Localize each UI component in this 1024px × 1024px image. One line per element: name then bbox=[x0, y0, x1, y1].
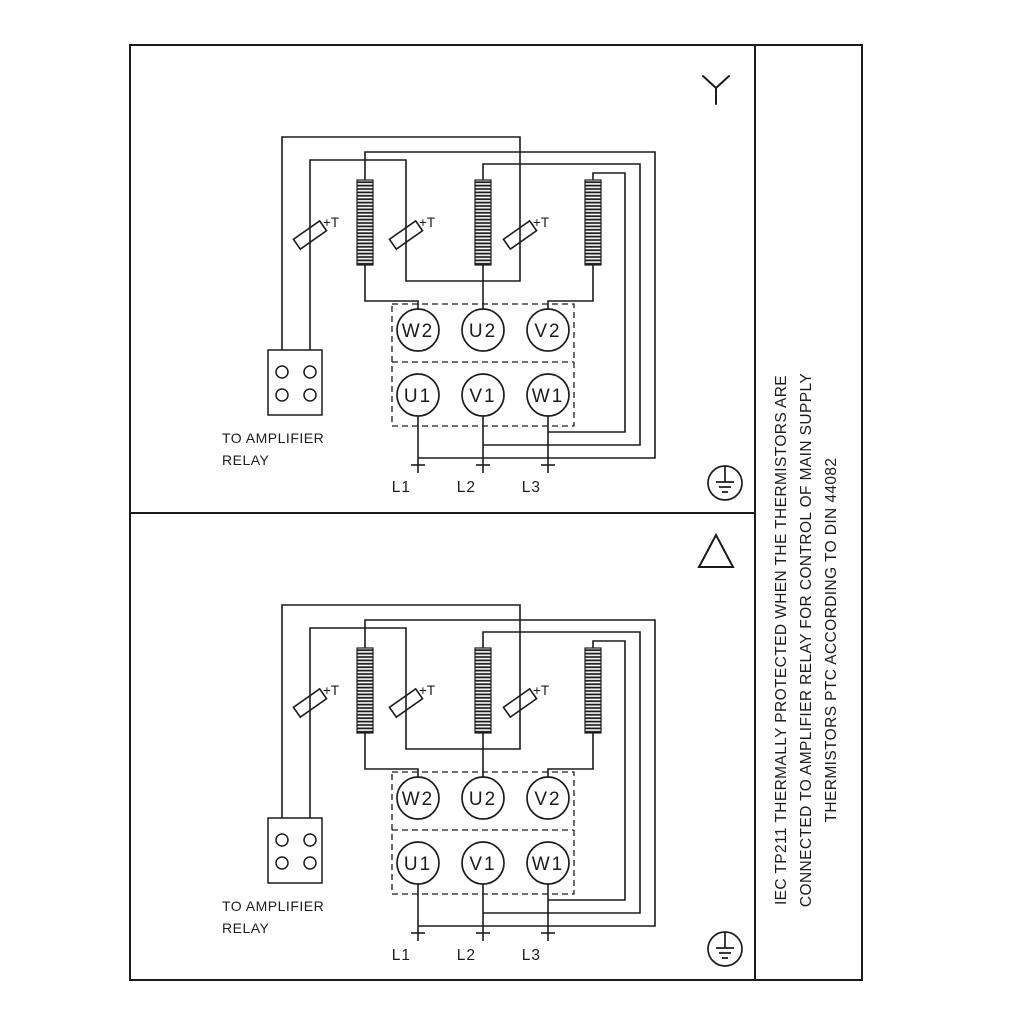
terminal-W1 bbox=[526, 373, 570, 417]
thermistor-3: +T bbox=[502, 215, 549, 251]
terminal-W2 bbox=[396, 776, 440, 820]
supply-label-L1: L1 bbox=[392, 947, 411, 964]
supply-label-L1: L1 bbox=[392, 479, 411, 496]
thermistor-3: +T bbox=[502, 683, 549, 719]
winding-coil bbox=[356, 647, 374, 734]
thermistor-1: +T bbox=[292, 215, 339, 251]
terminal-U1 bbox=[396, 841, 440, 885]
winding-coils bbox=[356, 647, 602, 734]
terminal-label: V1 bbox=[469, 854, 496, 875]
thermistor-label: +T bbox=[323, 215, 339, 230]
terminal-label: W1 bbox=[532, 854, 565, 875]
delta-icon bbox=[697, 532, 735, 568]
relay-box: TO AMPLIFIER RELAY bbox=[222, 349, 324, 468]
terminal-V2 bbox=[526, 308, 570, 352]
terminal-label: U1 bbox=[404, 386, 432, 407]
earth-icon bbox=[707, 931, 743, 967]
thermistor-2: +T bbox=[388, 683, 435, 719]
supply-label-L3: L3 bbox=[522, 947, 541, 964]
panel-delta: +T +T +T TO AMPLIFIER RELAY bbox=[222, 604, 656, 964]
relay-caption-line2: RELAY bbox=[222, 920, 270, 936]
relay-caption-line1: TO AMPLIFIER bbox=[222, 898, 324, 914]
thermistor-label: +T bbox=[533, 215, 549, 230]
relay-box: TO AMPLIFIER RELAY bbox=[222, 817, 324, 936]
supply-labels: L1 L2 L3 bbox=[392, 947, 541, 964]
side-note: IEC TP211 THERMALLY PROTECTED WHEN THE T… bbox=[773, 373, 840, 907]
side-note-line1: IEC TP211 THERMALLY PROTECTED WHEN THE T… bbox=[773, 375, 790, 905]
terminal-label: V2 bbox=[534, 321, 561, 342]
winding-coil bbox=[356, 179, 374, 266]
supply-labels: L1 L2 L3 bbox=[392, 479, 541, 496]
star-icon bbox=[702, 75, 730, 105]
thermistor-symbol bbox=[502, 219, 538, 251]
terminal-label: W2 bbox=[402, 321, 435, 342]
terminal-board: W2 U2 V2 U1 V1 W1 bbox=[391, 303, 575, 427]
relay-contact bbox=[275, 833, 289, 847]
relay-contact bbox=[275, 388, 289, 402]
winding-coil bbox=[474, 647, 492, 734]
winding-coil bbox=[474, 179, 492, 266]
panel-star: +T +T +T TO AMPLIFIER RELAY bbox=[222, 136, 656, 496]
thermistor-label: +T bbox=[323, 683, 339, 698]
thermistor-2: +T bbox=[388, 215, 435, 251]
terminal-V1 bbox=[461, 841, 505, 885]
thermistor-symbol bbox=[388, 219, 424, 251]
earth-icon bbox=[707, 465, 743, 501]
frame bbox=[129, 44, 863, 981]
thermistor-symbol bbox=[502, 687, 538, 719]
terminal-label: W1 bbox=[532, 386, 565, 407]
terminal-label: U1 bbox=[404, 854, 432, 875]
thermistor-symbol bbox=[292, 219, 328, 251]
side-note-line3: THERMISTORS PTC ACCORDING TO DIN 44082 bbox=[823, 458, 840, 823]
winding-wires bbox=[364, 619, 656, 927]
terminal-label: V1 bbox=[469, 386, 496, 407]
terminal-V2 bbox=[526, 776, 570, 820]
relay-contact bbox=[303, 388, 317, 402]
winding-coil bbox=[584, 179, 602, 266]
thermistor-label: +T bbox=[533, 683, 549, 698]
terminal-U1 bbox=[396, 373, 440, 417]
thermistor-symbol bbox=[292, 687, 328, 719]
thermistor-label: +T bbox=[419, 215, 435, 230]
thermistor-symbol bbox=[388, 687, 424, 719]
winding-coil bbox=[584, 647, 602, 734]
supply-label-L2: L2 bbox=[457, 479, 476, 496]
relay-contact bbox=[275, 365, 289, 379]
terminal-label: U2 bbox=[469, 321, 497, 342]
terminal-label: U2 bbox=[469, 789, 497, 810]
winding-wires bbox=[364, 151, 656, 459]
terminal-U2 bbox=[461, 308, 505, 352]
terminal-W1 bbox=[526, 841, 570, 885]
terminal-board: W2 U2 V2 U1 V1 W1 bbox=[391, 771, 575, 895]
side-note-line2: CONNECTED TO AMPLIFIER RELAY FOR CONTROL… bbox=[798, 373, 815, 907]
supply-label-L3: L3 bbox=[522, 479, 541, 496]
relay-contact bbox=[275, 856, 289, 870]
terminal-label: V2 bbox=[534, 789, 561, 810]
terminal-label: W2 bbox=[402, 789, 435, 810]
terminal-U2 bbox=[461, 776, 505, 820]
relay-caption-line1: TO AMPLIFIER bbox=[222, 430, 324, 446]
relay-caption-line2: RELAY bbox=[222, 452, 270, 468]
supply-label-L2: L2 bbox=[457, 947, 476, 964]
relay-contact bbox=[303, 856, 317, 870]
winding-coils bbox=[356, 179, 602, 266]
thermistor-1: +T bbox=[292, 683, 339, 719]
relay-contact bbox=[303, 833, 317, 847]
relay-contact bbox=[303, 365, 317, 379]
thermistor-chain-wires bbox=[281, 604, 521, 818]
thermistor-label: +T bbox=[419, 683, 435, 698]
terminal-V1 bbox=[461, 373, 505, 417]
terminal-W2 bbox=[396, 308, 440, 352]
thermistor-chain-wires bbox=[281, 136, 521, 350]
